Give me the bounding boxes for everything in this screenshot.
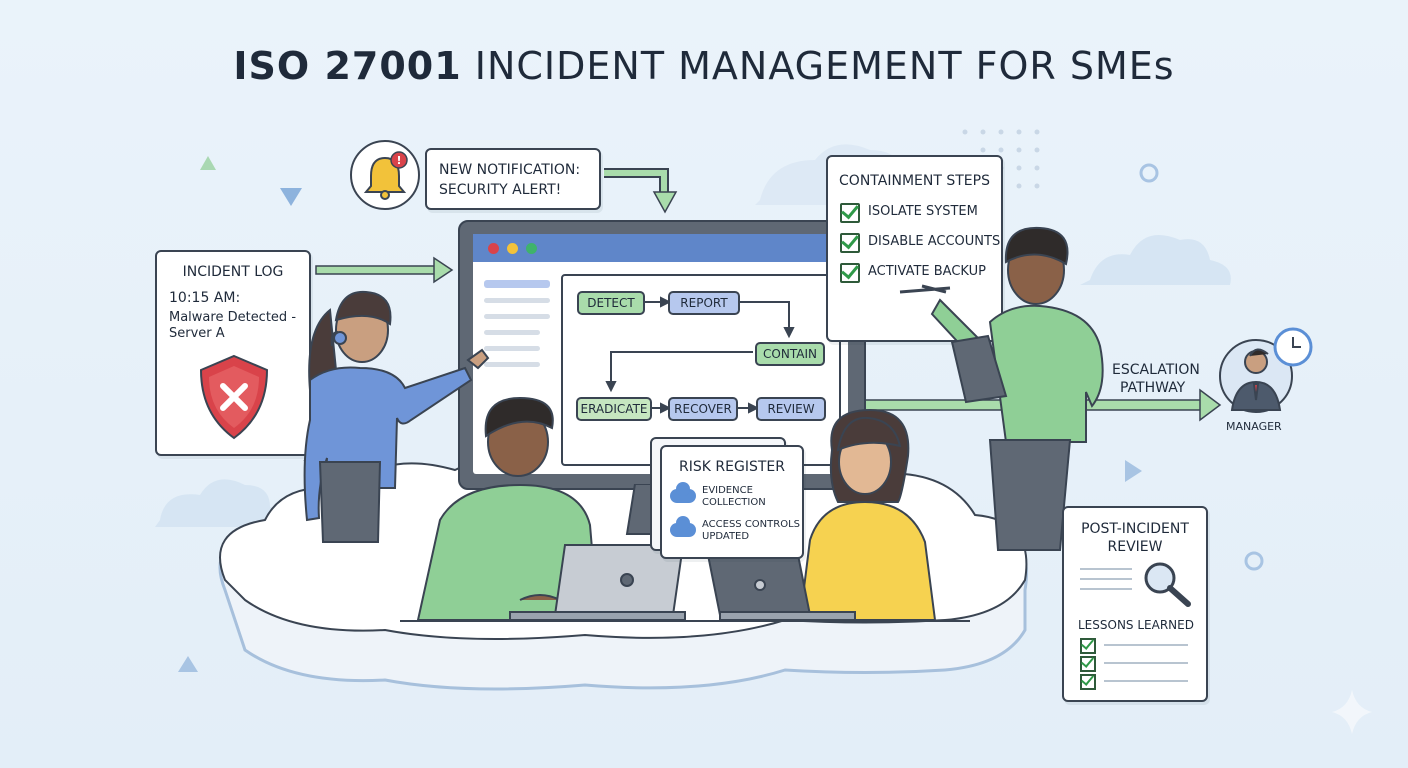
- incident-log-arrow: [315, 256, 454, 284]
- notification-card: NEW NOTIFICATION: SECURITY ALERT!: [425, 148, 601, 210]
- checkbox-checked-icon: [840, 233, 860, 253]
- page-title: ISO 27001 INCIDENT MANAGEMENT FOR SMEs: [0, 44, 1408, 88]
- sidebar-line: [484, 298, 550, 303]
- deco-dots: [962, 129, 1040, 189]
- bg-cloud: [155, 479, 286, 527]
- checkbox-checked-icon: [840, 263, 860, 283]
- shield-alert-icon: [199, 354, 269, 440]
- text-line: [1080, 588, 1132, 590]
- checkbox-checked-icon: [1080, 638, 1096, 654]
- sidebar-line: [484, 280, 550, 288]
- window-maximize-dot[interactable]: [526, 243, 537, 254]
- workflow-step-report: REPORT: [668, 291, 740, 315]
- manager-avatar-icon: [1219, 339, 1293, 413]
- sidebar-line: [484, 314, 550, 319]
- title-bold: ISO 27001: [233, 44, 462, 88]
- text-line: [1104, 644, 1188, 646]
- window-close-dot[interactable]: [488, 243, 499, 254]
- text-line: [1080, 578, 1132, 580]
- workflow-step-recover: RECOVER: [668, 397, 738, 421]
- sidebar-line: [484, 330, 540, 335]
- checkbox-checked-icon: [840, 203, 860, 223]
- containment-card: CONTAINMENT STEPS ISOLATE SYSTEM DISABLE…: [826, 155, 1003, 342]
- text-line: [1104, 680, 1188, 682]
- workflow-step-review: REVIEW: [756, 397, 826, 421]
- post-incident-heading-2: REVIEW: [1107, 539, 1163, 555]
- workflow-step-contain: CONTAIN: [755, 342, 825, 366]
- risk-item-label: EVIDENCE COLLECTION: [702, 485, 766, 508]
- checkbox-checked-icon: [1080, 674, 1096, 690]
- notification-line2: SECURITY ALERT!: [439, 182, 562, 198]
- risk-register-card: RISK REGISTER EVIDENCE COLLECTION ACCESS…: [660, 445, 804, 559]
- deco-ring: [1139, 163, 1159, 183]
- escalation-label: ESCALATION: [1112, 362, 1200, 378]
- bg-cloud: [1080, 235, 1231, 285]
- post-incident-card: POST-INCIDENT REVIEW LESSONS LEARNED: [1062, 506, 1208, 702]
- sidebar-line: [484, 346, 540, 351]
- incident-log-detail: Malware Detected - Server A: [169, 310, 297, 341]
- incident-log-heading: INCIDENT LOG: [182, 264, 284, 280]
- laptop-left: [509, 544, 686, 621]
- workflow-connectors: [605, 296, 795, 414]
- manager-label: MANAGER: [1226, 420, 1282, 433]
- analyst-person-left: [416, 396, 600, 621]
- text-line: [1080, 568, 1132, 570]
- sidebar-line: [484, 362, 540, 367]
- cloud-icon: [670, 516, 696, 537]
- lessons-learned-label: LESSONS LEARNED: [1078, 618, 1194, 632]
- workflow-step-detect: DETECT: [577, 291, 645, 315]
- magnifier-icon: [1144, 562, 1191, 607]
- workflow-step-eradicate: ERADICATE: [576, 397, 652, 421]
- window-minimize-dot[interactable]: [507, 243, 518, 254]
- post-incident-heading: POST-INCIDENT: [1081, 521, 1189, 537]
- bell-icon: !: [363, 151, 408, 200]
- containment-heading: CONTAINMENT STEPS: [839, 173, 990, 189]
- deco-triangle: [280, 188, 302, 206]
- bell-badge: !: [350, 140, 420, 210]
- risk-register-heading: RISK REGISTER: [679, 459, 785, 475]
- deco-triangle: [200, 156, 216, 170]
- support-agent-person: [303, 290, 490, 543]
- containment-step-label: ACTIVATE BACKUP: [868, 264, 986, 279]
- cloud-icon: [670, 482, 696, 503]
- incident-log-card: INCIDENT LOG 10:15 AM: Malware Detected …: [155, 250, 311, 456]
- incident-log-time: 10:15 AM:: [169, 290, 241, 306]
- deco-triangle: [1125, 460, 1142, 482]
- notification-arrow: [604, 168, 678, 214]
- analyst-person-right: [798, 408, 937, 621]
- svg-text:!: !: [396, 154, 401, 167]
- containment-step-label: ISOLATE SYSTEM: [868, 204, 978, 219]
- clock-icon: [1273, 327, 1313, 367]
- risk-item-label: ACCESS CONTROLS UPDATED: [702, 519, 801, 542]
- deco-triangle: [178, 656, 198, 672]
- deco-ring: [1244, 551, 1264, 571]
- checkbox-checked-icon: [1080, 656, 1096, 672]
- escalation-label-2: PATHWAY: [1120, 380, 1186, 396]
- notification-line1: NEW NOTIFICATION:: [439, 162, 581, 178]
- manager-person-standing: [899, 226, 1104, 551]
- deco-sparkle: [1332, 690, 1372, 734]
- title-rest: INCIDENT MANAGEMENT FOR SMEs: [474, 44, 1175, 88]
- text-line: [1104, 662, 1188, 664]
- containment-step-label: DISABLE ACCOUNTS: [868, 234, 1001, 249]
